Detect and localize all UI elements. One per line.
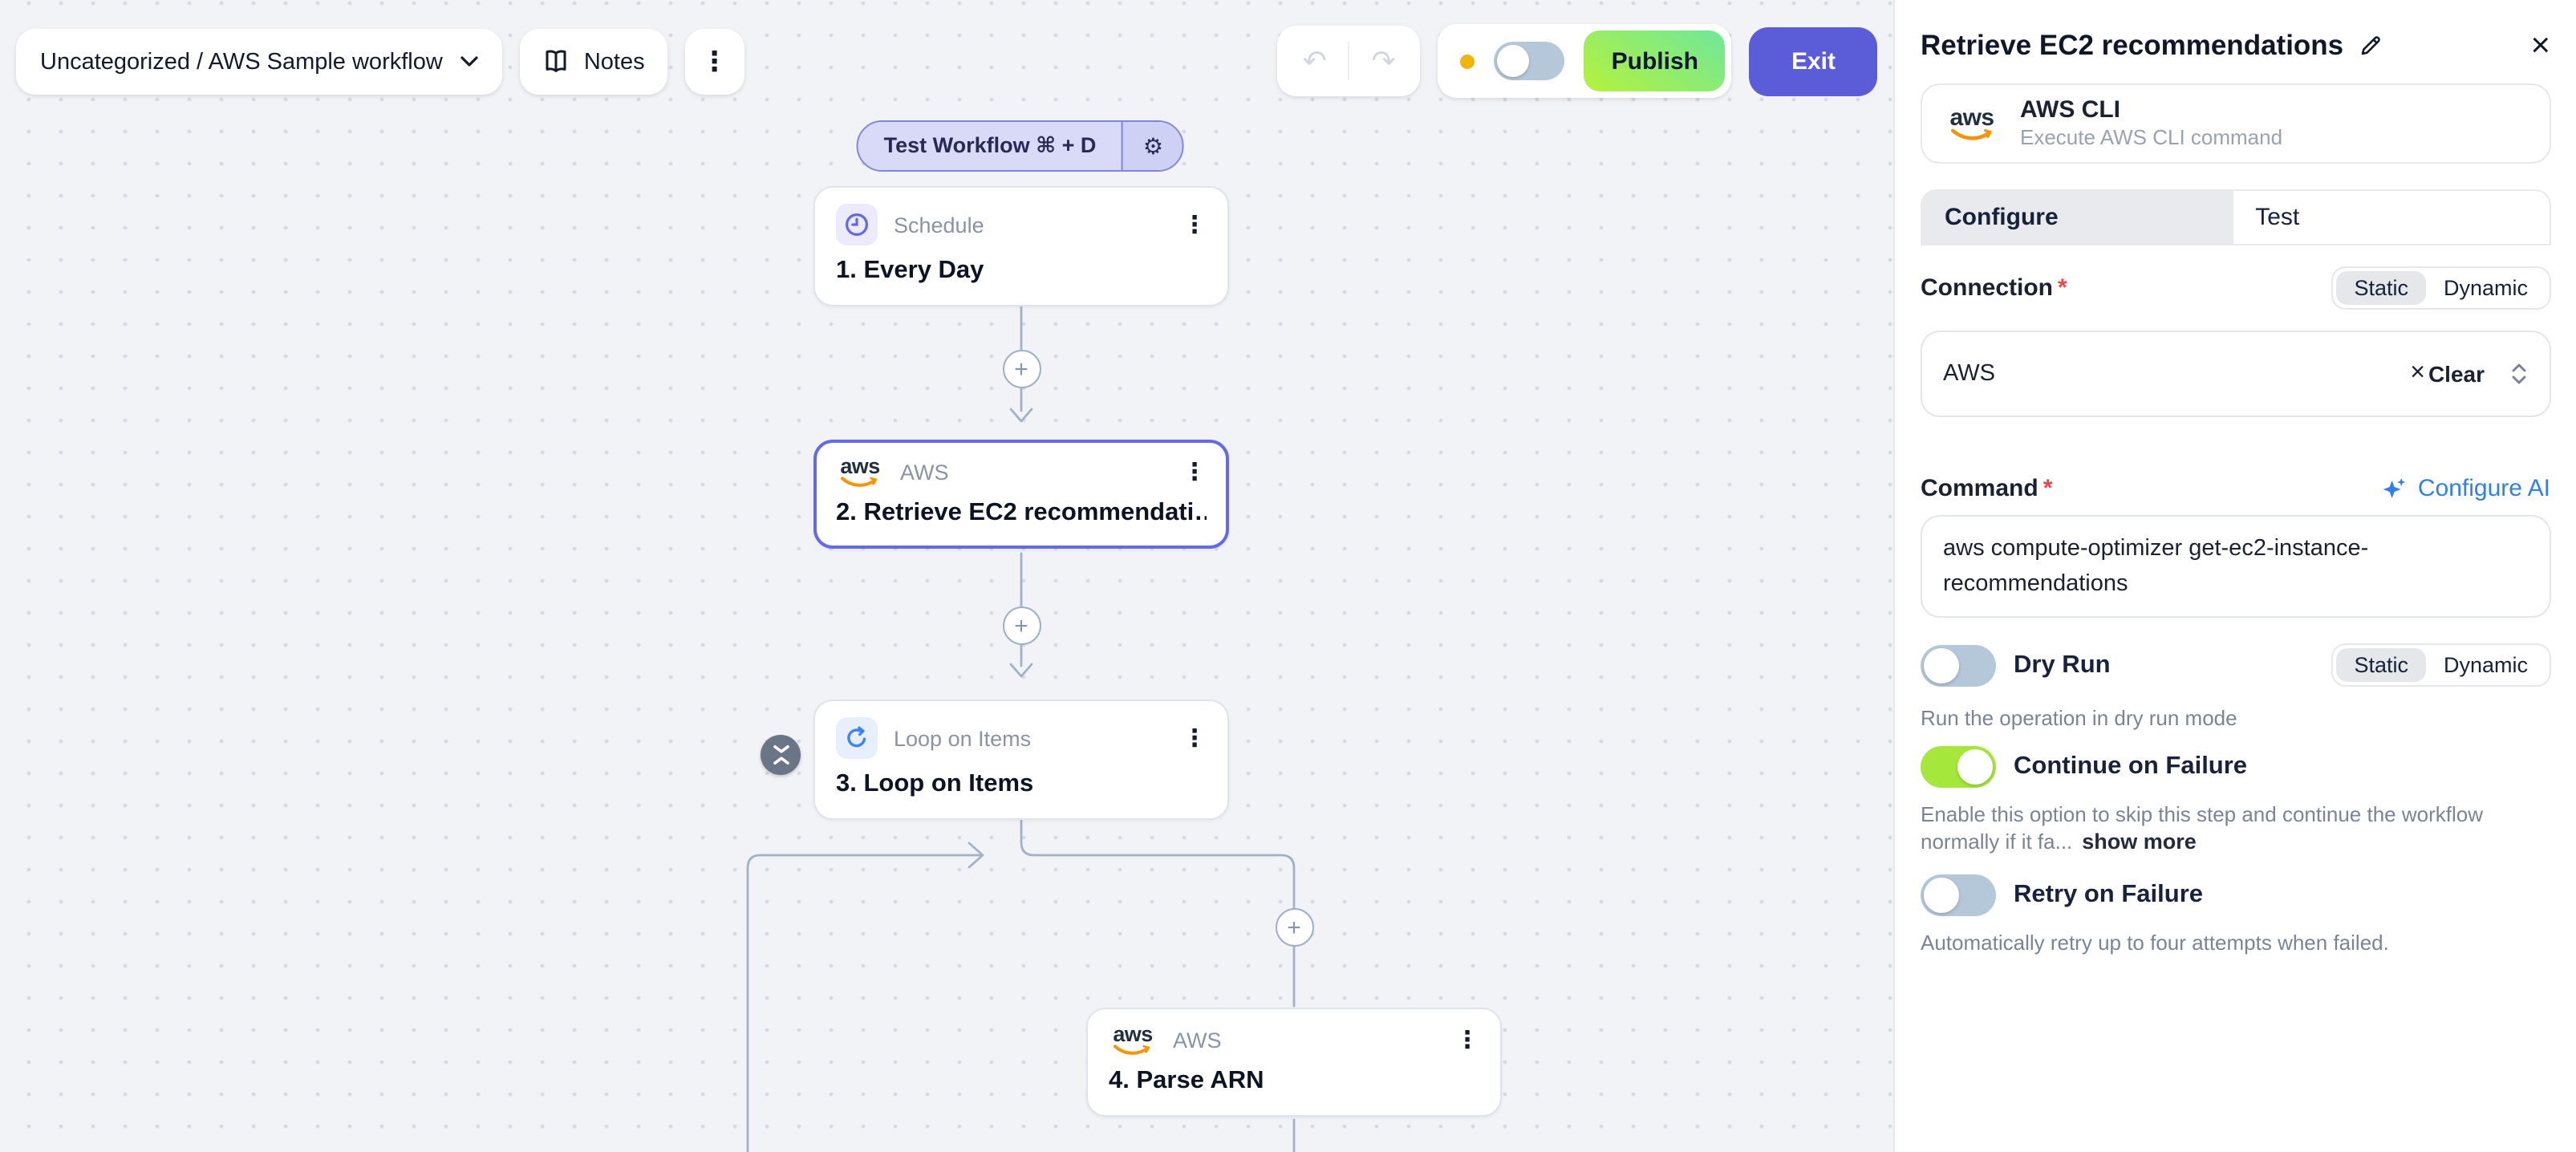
redo-icon: ↷ (1371, 45, 1396, 77)
exit-button[interactable]: Exit (1749, 26, 1877, 95)
configure-ai-label: Configure AI (2417, 475, 2550, 502)
publish-button[interactable]: Publish (1584, 30, 1726, 91)
chevron-down-icon (460, 56, 478, 67)
unsaved-changes-dot (1460, 54, 1475, 68)
node-menu-button[interactable]: ⋮ (1455, 1027, 1479, 1054)
clear-connection-button[interactable]: × Clear (2410, 359, 2485, 388)
workflow-edges (746, 295, 1296, 1152)
test-workflow-settings-button[interactable]: ⚙ (1122, 122, 1183, 170)
workflow-node-parse-arn[interactable]: aws AWS ⋮ 4. Parse ARN (1086, 1008, 1502, 1117)
required-mark: * (2058, 274, 2067, 302)
schedule-icon (836, 204, 878, 245)
canvas-toolbar-left: Uncategorized / AWS Sample workflow Note… (16, 29, 744, 95)
workflow-canvas[interactable]: Uncategorized / AWS Sample workflow Note… (0, 0, 1893, 1152)
connection-mode-segmented: Static Dynamic (2331, 266, 2550, 310)
tab-test[interactable]: Test (2233, 191, 2549, 244)
workflow-enabled-toggle[interactable] (1494, 42, 1565, 80)
publish-group: Publish (1438, 24, 1732, 98)
retry-on-failure-toggle[interactable] (1921, 874, 1996, 916)
node-type-label: AWS (900, 460, 949, 485)
panel-tabs: Configure Test (1921, 189, 2550, 245)
node-type-label: Loop on Items (894, 726, 1032, 750)
node-menu-button[interactable]: ⋮ (1183, 724, 1207, 752)
loop-icon (836, 717, 878, 759)
continue-on-failure-toggle[interactable] (1921, 746, 1996, 788)
retry-on-failure-label: Retry on Failure (2014, 881, 2203, 908)
workflow-breadcrumb-button[interactable]: Uncategorized / AWS Sample workflow (16, 29, 502, 95)
undo-button[interactable]: ↶ (1281, 26, 1349, 96)
edit-pencil-icon[interactable] (2358, 34, 2382, 58)
book-icon (546, 50, 566, 72)
command-label: Command* (1921, 475, 2053, 502)
node-title: 2. Retrieve EC2 recommendati… (836, 499, 1207, 526)
app-name: AWS CLI (2020, 96, 2120, 124)
clear-x-icon: × (2410, 359, 2425, 387)
undo-redo-group: ↶ ↷ (1277, 26, 1421, 96)
workflow-menu-button[interactable]: ⋮ (684, 29, 744, 95)
dry-run-label: Dry Run (2014, 651, 2111, 678)
clear-label: Clear (2428, 361, 2485, 387)
redo-button[interactable]: ↷ (1350, 26, 1418, 96)
dry-run-toggle[interactable] (1921, 644, 1996, 686)
node-title: 3. Loop on Items (836, 770, 1034, 797)
configure-ai-link[interactable]: Configure AI (2381, 475, 2550, 502)
node-menu-button[interactable]: ⋮ (1183, 211, 1207, 238)
toggle-knob (1924, 647, 1959, 683)
undo-icon: ↶ (1302, 45, 1327, 77)
close-icon[interactable]: × (2530, 27, 2550, 64)
add-step-button[interactable]: + (1002, 350, 1041, 388)
continue-on-failure-helper: Enable this option to skip this step and… (1921, 802, 2483, 854)
continue-on-failure-label: Continue on Failure (2014, 752, 2248, 780)
gear-icon: ⚙ (1142, 132, 1163, 158)
kebab-icon: ⋮ (700, 46, 728, 76)
connection-select[interactable]: AWS × Clear (1921, 331, 2550, 417)
static-option[interactable]: Static (2336, 271, 2426, 305)
test-workflow-button[interactable]: Test Workflow ⌘ + D ⚙ (856, 120, 1185, 172)
tab-configure[interactable]: Configure (1922, 191, 2233, 244)
canvas-toolbar-right: ↶ ↷ Publish Exit (1277, 24, 1877, 98)
notes-label: Notes (583, 49, 645, 75)
node-menu-button[interactable]: ⋮ (1183, 459, 1207, 486)
toggle-knob (1957, 749, 1993, 785)
required-mark: * (2043, 475, 2053, 502)
dynamic-option[interactable]: Dynamic (2443, 276, 2528, 300)
workflow-node-schedule[interactable]: Schedule ⋮ 1. Every Day (813, 186, 1229, 306)
divider (1348, 42, 1350, 80)
show-more-link[interactable]: show more (2082, 830, 2197, 854)
toggle-knob (1924, 878, 1959, 913)
connection-value: AWS (1943, 361, 1995, 387)
aws-logo-icon: aws (836, 456, 884, 488)
node-title: 1. Every Day (836, 257, 984, 284)
connection-label: Connection* (1921, 274, 2067, 302)
workflow-node-retrieve-ec2[interactable]: aws AWS ⋮ 2. Retrieve EC2 recommendati… (813, 440, 1229, 549)
app-info-card: aws AWS CLI Execute AWS CLI command (1921, 83, 2550, 164)
test-workflow-label: Test Workflow ⌘ + D (858, 122, 1122, 170)
panel-title: Retrieve EC2 recommendations (1921, 29, 2344, 61)
workflow-node-loop[interactable]: Loop on Items ⋮ 3. Loop on Items (813, 700, 1229, 820)
dynamic-option[interactable]: Dynamic (2443, 653, 2528, 677)
node-title: 4. Parse ARN (1109, 1067, 1264, 1094)
static-option[interactable]: Static (2336, 648, 2426, 682)
sparkles-icon (2383, 477, 2406, 497)
node-type-label: AWS (1173, 1028, 1222, 1053)
notes-button[interactable]: Notes (519, 29, 667, 95)
dry-run-mode-segmented: Static Dynamic (2331, 643, 2550, 687)
command-input[interactable]: aws compute-optimizer get-ec2-instance-r… (1921, 515, 2550, 618)
retry-on-failure-helper: Automatically retry up to four attempts … (1921, 931, 2389, 955)
collapse-icon (773, 745, 789, 765)
node-type-label: Schedule (894, 213, 984, 237)
app-description: Execute AWS CLI command (2020, 125, 2283, 149)
dry-run-helper: Run the operation in dry run mode (1921, 706, 2237, 730)
breadcrumb: Uncategorized / AWS Sample workflow (40, 49, 443, 75)
aws-logo-icon: aws (1109, 1024, 1157, 1056)
add-step-button[interactable]: + (1275, 908, 1313, 947)
step-settings-panel: Retrieve EC2 recommendations × aws AWS C… (1893, 0, 2576, 1152)
toggle-knob (1497, 45, 1530, 77)
collapse-loop-button[interactable] (761, 735, 801, 775)
add-step-button[interactable]: + (1002, 606, 1041, 645)
aws-logo-icon: aws (1945, 105, 1999, 140)
chevron-up-down-icon[interactable] (2509, 361, 2528, 387)
